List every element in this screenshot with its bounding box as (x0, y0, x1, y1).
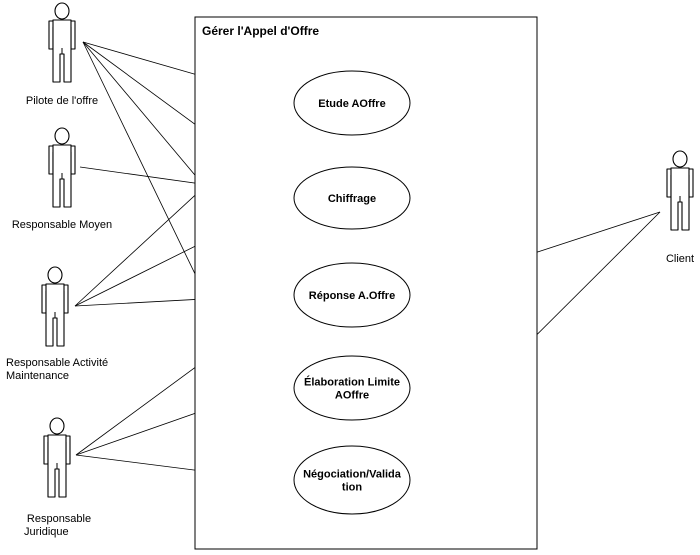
use-case-label: tion (342, 482, 362, 494)
use-case-chiffrage[interactable]: Chiffrage (293, 166, 411, 230)
use-case-label: AOffre (335, 390, 369, 402)
use-case-etude[interactable]: Etude AOffre (293, 70, 411, 136)
use-case-label: Etude AOffre (318, 98, 385, 110)
actor-figure-icon (666, 150, 694, 231)
actor-figure-icon (48, 127, 76, 208)
actor-figure-icon (43, 417, 71, 498)
actor-client[interactable]: Client (666, 150, 694, 265)
actor-pilote[interactable]: Pilote de l'offre (26, 2, 98, 107)
actor-label: Responsable (27, 513, 91, 525)
use-case-ellipse (293, 166, 411, 230)
actor-figure-icon (41, 266, 69, 347)
use-case-ellipse (293, 70, 411, 136)
actor-label: Juridique (24, 526, 69, 538)
actor-figure-icon (48, 2, 76, 83)
use-case-reponse[interactable]: Réponse A.Offre (293, 262, 411, 328)
system-title: Gérer l'Appel d'Offre (202, 24, 319, 38)
use-case-label: Chiffrage (328, 193, 376, 205)
actor-label: Client (666, 253, 694, 265)
use-case-label: Réponse A.Offre (309, 290, 395, 302)
use-case-ellipse (293, 262, 411, 328)
actor-moyen[interactable]: Responsable Moyen (12, 127, 112, 231)
actor-label: Responsable Activité (6, 357, 108, 369)
actor-label: Maintenance (6, 370, 69, 382)
use-case-label: Élaboration Limite (304, 376, 400, 389)
use-case-ellipse (293, 445, 411, 515)
use-case-label: Négociation/Valida (303, 469, 402, 481)
actor-label: Responsable Moyen (12, 219, 112, 231)
use-case-ellipse (293, 355, 411, 421)
actor-label: Pilote de l'offre (26, 95, 98, 107)
